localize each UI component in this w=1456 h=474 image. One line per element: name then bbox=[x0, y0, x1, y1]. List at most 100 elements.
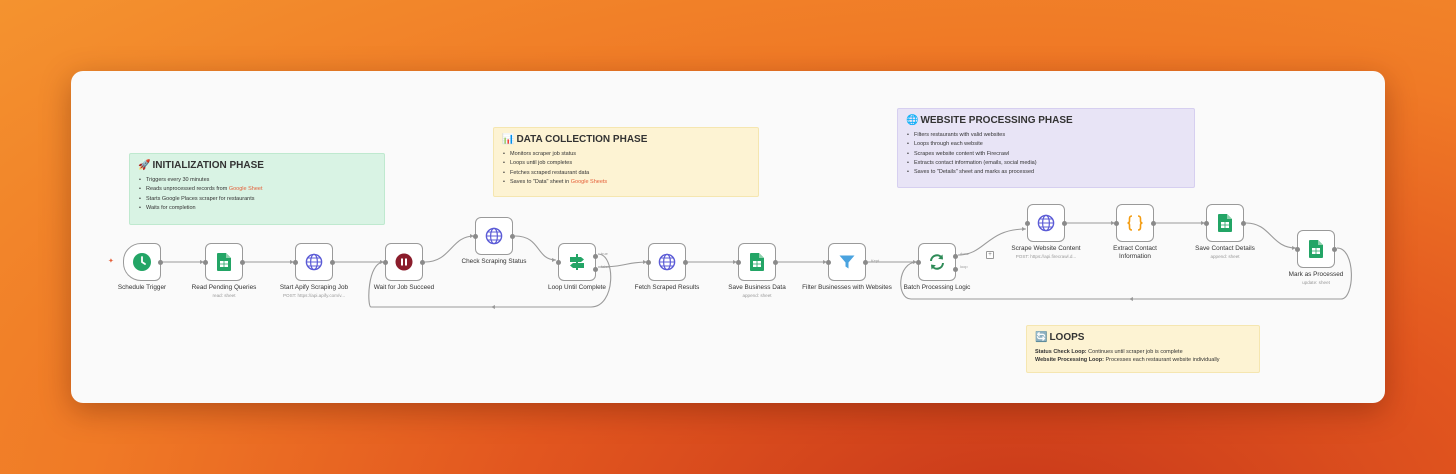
true-branch-label: true bbox=[601, 251, 608, 256]
false-output-port[interactable] bbox=[593, 267, 598, 272]
node-label: Mark as Processed bbox=[1288, 271, 1344, 278]
pause-icon bbox=[395, 253, 413, 271]
list-item: Reads unprocessed records from Google Sh… bbox=[138, 186, 376, 192]
note-website-processing-phase[interactable]: 🌐WEBSITE PROCESSING PHASE Filters restau… bbox=[897, 108, 1195, 188]
wire-mark-back bbox=[900, 247, 1352, 300]
output-port[interactable] bbox=[420, 260, 425, 265]
output-port[interactable] bbox=[683, 260, 688, 265]
list-item: Monitors scraper job status bbox=[502, 151, 750, 157]
workflow-canvas[interactable]: 🚀INITIALIZATION PHASE Triggers every 30 … bbox=[71, 71, 1385, 403]
node-check-scraping-status[interactable] bbox=[473, 217, 515, 255]
wire-batch-scrape bbox=[957, 228, 1027, 256]
list-item: Fetches scraped restaurant data bbox=[502, 170, 750, 176]
output-port[interactable] bbox=[1151, 221, 1156, 226]
loop-icon bbox=[930, 254, 944, 270]
wire-save-mark bbox=[1245, 222, 1297, 249]
node-label: Batch Processing Logic bbox=[903, 284, 971, 291]
input-port[interactable] bbox=[293, 260, 298, 265]
input-port[interactable] bbox=[383, 260, 388, 265]
note-initialization-phase[interactable]: 🚀INITIALIZATION PHASE Triggers every 30 … bbox=[129, 153, 385, 225]
node-save-business-data[interactable] bbox=[736, 243, 778, 281]
note-loops[interactable]: 🔄LOOPS Status Check Loop: Continues unti… bbox=[1026, 325, 1260, 373]
filter-icon bbox=[839, 255, 855, 269]
list-item: Scrapes website content with Firecrawl bbox=[906, 151, 1186, 157]
google-sheets-icon bbox=[1309, 240, 1323, 258]
node-mark-as-processed[interactable] bbox=[1295, 230, 1337, 268]
input-port[interactable] bbox=[203, 260, 208, 265]
node-loop-until-complete[interactable] bbox=[556, 243, 598, 281]
node-label: Start Apify Scraping Job bbox=[279, 284, 349, 291]
globe-icon bbox=[658, 253, 676, 271]
node-extract-contact-information[interactable] bbox=[1114, 204, 1156, 242]
output-port[interactable] bbox=[510, 234, 515, 239]
input-port[interactable] bbox=[736, 260, 741, 265]
note-title: 🔄LOOPS bbox=[1035, 332, 1085, 343]
note-data-collection-phase[interactable]: 📊DATA COLLECTION PHASE Monitors scraper … bbox=[493, 127, 759, 197]
node-fetch-scraped-results[interactable] bbox=[646, 243, 688, 281]
done-output-port[interactable] bbox=[953, 254, 958, 259]
true-output-port[interactable] bbox=[593, 254, 598, 259]
node-label: Read Pending Queries bbox=[191, 284, 257, 291]
list-item: Loops until job completes bbox=[502, 160, 750, 166]
note-list: Filters restaurants with valid websites … bbox=[906, 132, 1186, 175]
node-label: Check Scraping Status bbox=[461, 258, 527, 265]
output-port[interactable] bbox=[1332, 247, 1337, 252]
wire-loop-fetch bbox=[597, 261, 648, 268]
globe-icon bbox=[1037, 214, 1055, 232]
google-sheets-icon bbox=[1218, 214, 1232, 232]
input-port[interactable] bbox=[826, 260, 831, 265]
input-port[interactable] bbox=[916, 260, 921, 265]
node-subtitle: append: sheet bbox=[742, 293, 772, 298]
globe-emoji-icon: 🌐 bbox=[906, 115, 919, 126]
kept-output-label: Kept bbox=[871, 258, 880, 263]
input-port[interactable] bbox=[556, 260, 561, 265]
node-label: Wait for Job Succeed bbox=[373, 284, 435, 291]
loop-output-port[interactable] bbox=[953, 267, 958, 272]
output-port[interactable] bbox=[330, 260, 335, 265]
globe-icon bbox=[485, 227, 503, 245]
chart-icon: 📊 bbox=[502, 134, 515, 145]
list-item: Saves to "Details" sheet and marks as pr… bbox=[906, 169, 1186, 175]
input-port[interactable] bbox=[473, 234, 478, 239]
input-port[interactable] bbox=[1204, 221, 1209, 226]
input-port[interactable] bbox=[1025, 221, 1030, 226]
output-port[interactable] bbox=[1062, 221, 1067, 226]
node-subtitle: read: sheet bbox=[212, 293, 236, 298]
node-subtitle: append: sheet bbox=[1210, 254, 1240, 259]
connections-layer bbox=[161, 221, 1352, 309]
node-subtitle: POST: https://api.apify.com/v... bbox=[282, 293, 346, 298]
node-save-contact-details[interactable] bbox=[1204, 204, 1246, 242]
node-label: Save Contact Details bbox=[1195, 245, 1255, 252]
node-label: Filter Businesses with Websites bbox=[802, 284, 892, 291]
loop-line: Website Processing Loop: Processes each … bbox=[1035, 357, 1220, 363]
output-port[interactable] bbox=[773, 260, 778, 265]
wire-loop-back bbox=[368, 253, 612, 308]
node-filter-businesses[interactable] bbox=[826, 243, 868, 281]
node-schedule-trigger[interactable] bbox=[123, 243, 163, 281]
input-port[interactable] bbox=[1114, 221, 1119, 226]
add-node-button[interactable]: + bbox=[986, 251, 994, 259]
note-title: 📊DATA COLLECTION PHASE bbox=[502, 134, 648, 145]
output-port[interactable] bbox=[158, 260, 163, 265]
loop-line: Status Check Loop: Continues until scrap… bbox=[1035, 349, 1183, 355]
list-item: Waits for completion bbox=[138, 205, 376, 211]
node-label: Scrape Website Content bbox=[1011, 245, 1081, 252]
input-port[interactable] bbox=[646, 260, 651, 265]
output-port[interactable] bbox=[1241, 221, 1246, 226]
input-port[interactable] bbox=[1295, 247, 1300, 252]
node-subtitle: update: sheet bbox=[1302, 280, 1330, 285]
node-scrape-website-content[interactable] bbox=[1025, 204, 1067, 242]
list-item: Saves to "Data" sheet in Google Sheets bbox=[502, 179, 750, 185]
output-port[interactable] bbox=[240, 260, 245, 265]
list-item: Loops through each website bbox=[906, 141, 1186, 147]
node-batch-processing-logic[interactable] bbox=[916, 243, 958, 281]
node-wait-for-job-succeed[interactable] bbox=[383, 243, 425, 281]
code-icon bbox=[1127, 215, 1143, 231]
node-start-apify-scraping-job[interactable] bbox=[293, 243, 335, 281]
node-read-pending-queries[interactable] bbox=[203, 243, 245, 281]
node-subtitle: POST: https://api.firecrawl.d... bbox=[1015, 254, 1077, 259]
note-title: 🌐WEBSITE PROCESSING PHASE bbox=[906, 115, 1073, 126]
output-port[interactable] bbox=[863, 260, 868, 265]
split-icon bbox=[570, 254, 584, 270]
false-branch-label: false bbox=[601, 264, 610, 269]
